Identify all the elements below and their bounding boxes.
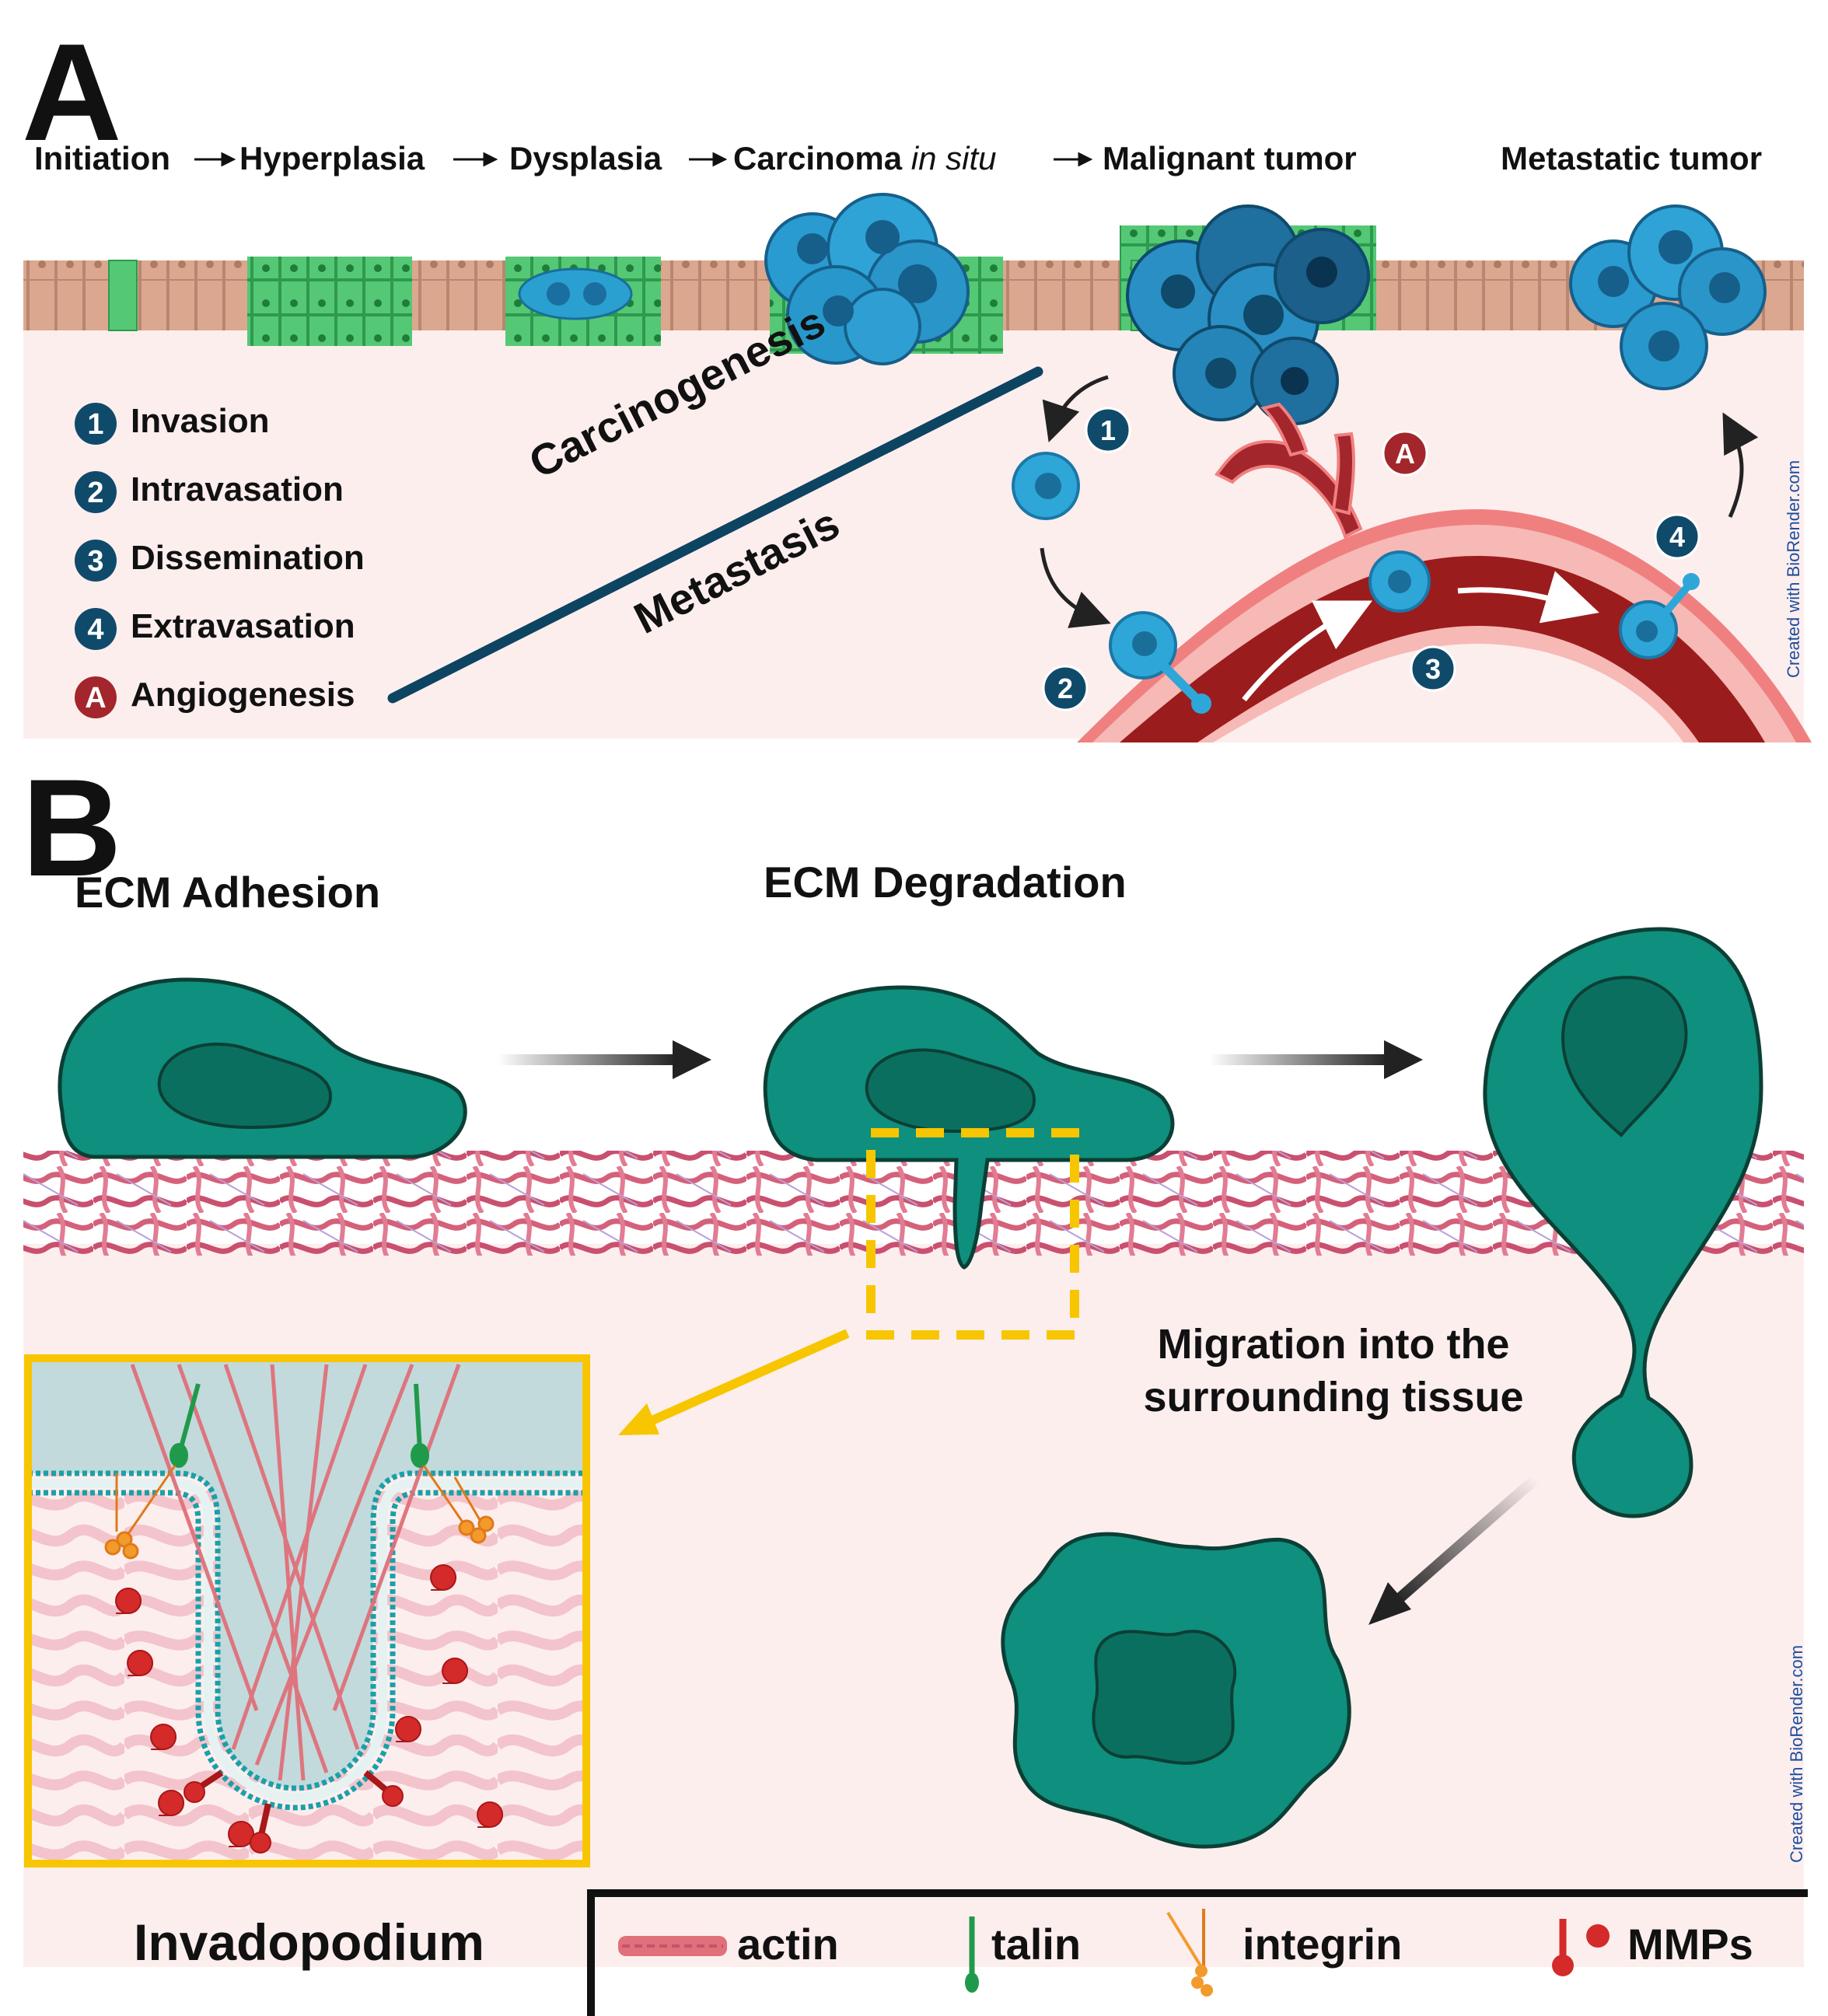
extravasation-arrow	[1722, 412, 1759, 519]
panel-b-illustration	[23, 927, 1808, 2016]
inset-pointer-arrow	[618, 1329, 850, 1435]
talin-icon	[965, 1916, 979, 1993]
svg-text:2: 2	[1057, 673, 1073, 704]
stage-hyperplasia: Hyperplasia	[239, 140, 425, 176]
panel-b-credit: Created with BioRender.com	[1787, 1644, 1806, 1863]
malignant-tumor-cluster	[1126, 204, 1370, 425]
mmp-icon	[1552, 1919, 1610, 1976]
invadopodium-inset	[24, 1354, 590, 1868]
legend-intravasation: Intravasation	[131, 470, 344, 508]
panel-a-illustration: 1 2 3 4 A 1 2 3 4 A	[23, 152, 1812, 742]
invadopodium-title: Invadopodium	[134, 1913, 484, 1971]
svg-text:3: 3	[87, 545, 103, 578]
legend-markers: 1 2 3 4 A	[75, 403, 117, 718]
diagram-marker-1: 1	[1085, 407, 1131, 453]
circulating-cell	[1368, 550, 1431, 613]
carcinogenesis-metastasis-divider	[387, 366, 1043, 704]
diagram-marker-a: A	[1382, 430, 1428, 477]
step-arrow-1	[498, 1040, 711, 1079]
ecm-degradation-title: ECM Degradation	[764, 858, 1127, 907]
dysplastic-cell-cluster	[518, 267, 633, 320]
extravasating-cell	[1619, 573, 1700, 659]
svg-text:4: 4	[1669, 521, 1685, 553]
panel-a-letter: A	[22, 15, 122, 169]
adhering-cell	[58, 977, 467, 1159]
panel-a-credit: Created with BioRender.com	[1784, 459, 1803, 678]
stage-initiation: Initiation	[34, 140, 170, 176]
epithelium-dysplastic-single	[108, 260, 138, 331]
stage-malignant-tumor: Malignant tumor	[1103, 140, 1357, 176]
step-arrow-2	[1209, 1040, 1423, 1079]
stage-carcinoma-in-situ: Carcinoma in situ	[733, 140, 996, 177]
degrading-cell	[763, 985, 1175, 1270]
step-arrow-3	[1368, 1474, 1540, 1625]
intravasation-arrow	[1040, 547, 1111, 628]
key-label-talin: talin	[991, 1920, 1082, 1969]
epithelium-hyperplasia	[247, 257, 412, 346]
invasion-arrow	[1042, 375, 1109, 442]
stage-metastatic-tumor: Metastatic tumor	[1501, 140, 1763, 176]
migrating-cell	[1483, 927, 1763, 1518]
svg-text:4: 4	[87, 613, 103, 646]
stage-arrows	[194, 152, 1093, 167]
ecm-adhesion-title: ECM Adhesion	[75, 868, 381, 917]
key-label-mmps: MMPs	[1627, 1920, 1753, 1969]
diagram-marker-3: 3	[1410, 645, 1456, 692]
svg-text:A: A	[1395, 438, 1415, 470]
intravasating-cell	[1109, 611, 1211, 714]
metastatic-tumor-cluster	[1569, 204, 1767, 390]
svg-text:1: 1	[1100, 414, 1116, 446]
legend-extravasation: Extravasation	[131, 607, 355, 645]
legend-invasion: Invasion	[131, 402, 270, 440]
svg-text:3: 3	[1425, 653, 1441, 685]
key-label-integrin: integrin	[1243, 1920, 1403, 1969]
ecm-band-left	[23, 1151, 1610, 1256]
migration-label: Migration into the surrounding tissue	[1143, 1321, 1524, 1420]
stage-carcinoma-label: Carcinoma	[733, 140, 903, 176]
diagram-marker-2: 2	[1042, 665, 1089, 711]
integrin-icon	[1166, 1909, 1213, 1997]
panel-b-letter: B	[22, 750, 122, 905]
key-label-actin: actin	[737, 1920, 839, 1969]
invading-cell	[1012, 452, 1080, 520]
invadopodium-highlight-box	[866, 1128, 1079, 1340]
stage-in-situ-label: in situ	[911, 140, 997, 176]
carcinoma-in-situ-cluster	[764, 193, 970, 365]
legend-angiogenesis: Angiogenesis	[131, 676, 355, 714]
svg-text:2: 2	[87, 477, 103, 509]
legend-dissemination: Dissemination	[131, 539, 365, 577]
migrated-cell	[1001, 1532, 1351, 1849]
svg-text:1: 1	[87, 408, 103, 441]
stage-dysplasia: Dysplasia	[509, 140, 662, 176]
diagram-marker-4: 4	[1654, 513, 1700, 560]
panel-a: A Initiation Hyperplasia Dysplasia Carci…	[0, 0, 1828, 746]
key-frame	[587, 1889, 1808, 2016]
panel-b: B ECM Adhesion ECM Degradation	[0, 746, 1828, 2016]
actin-icon	[618, 1936, 727, 1956]
svg-text:A: A	[85, 682, 106, 715]
